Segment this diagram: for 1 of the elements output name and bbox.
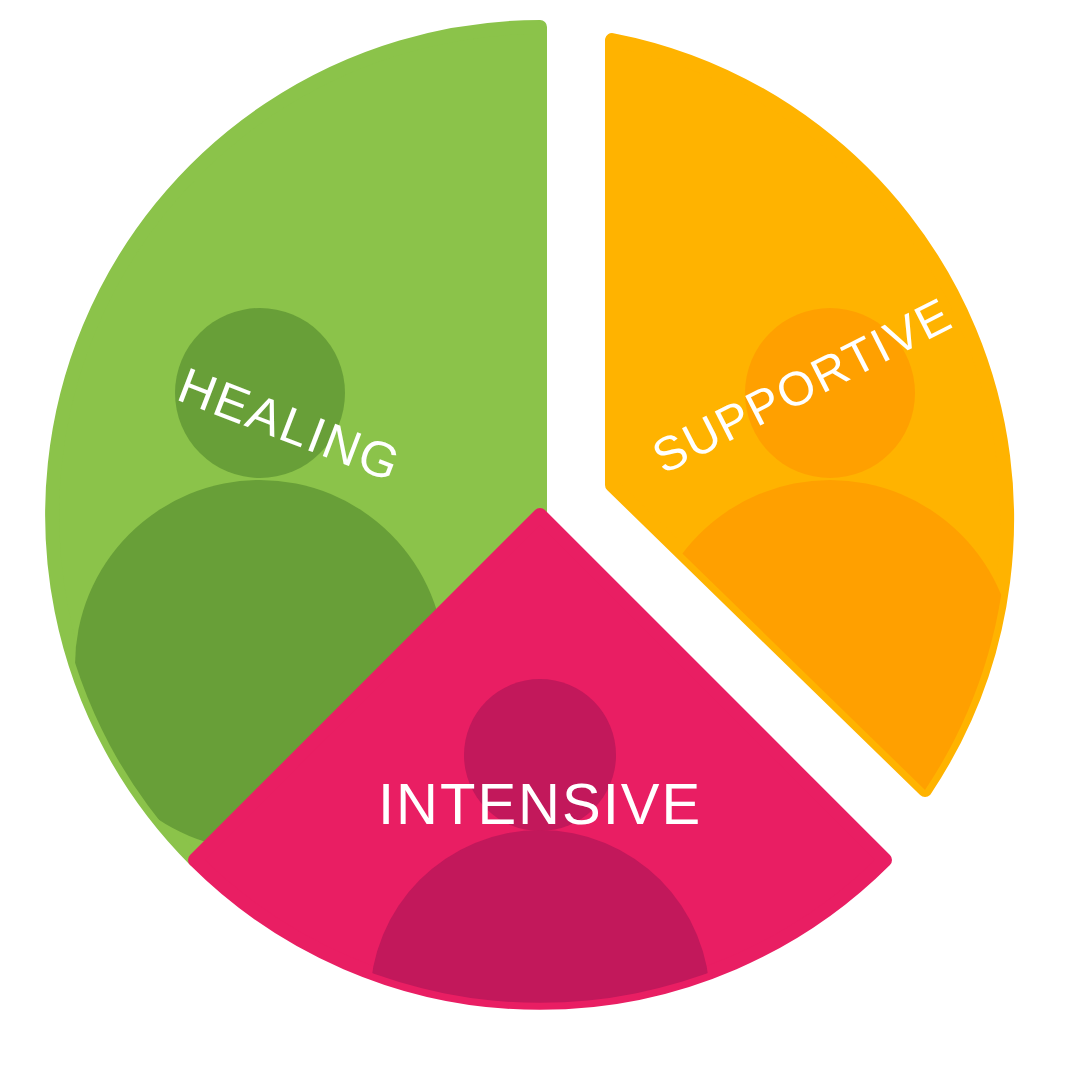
segment-label: INTENSIVE (378, 769, 703, 837)
